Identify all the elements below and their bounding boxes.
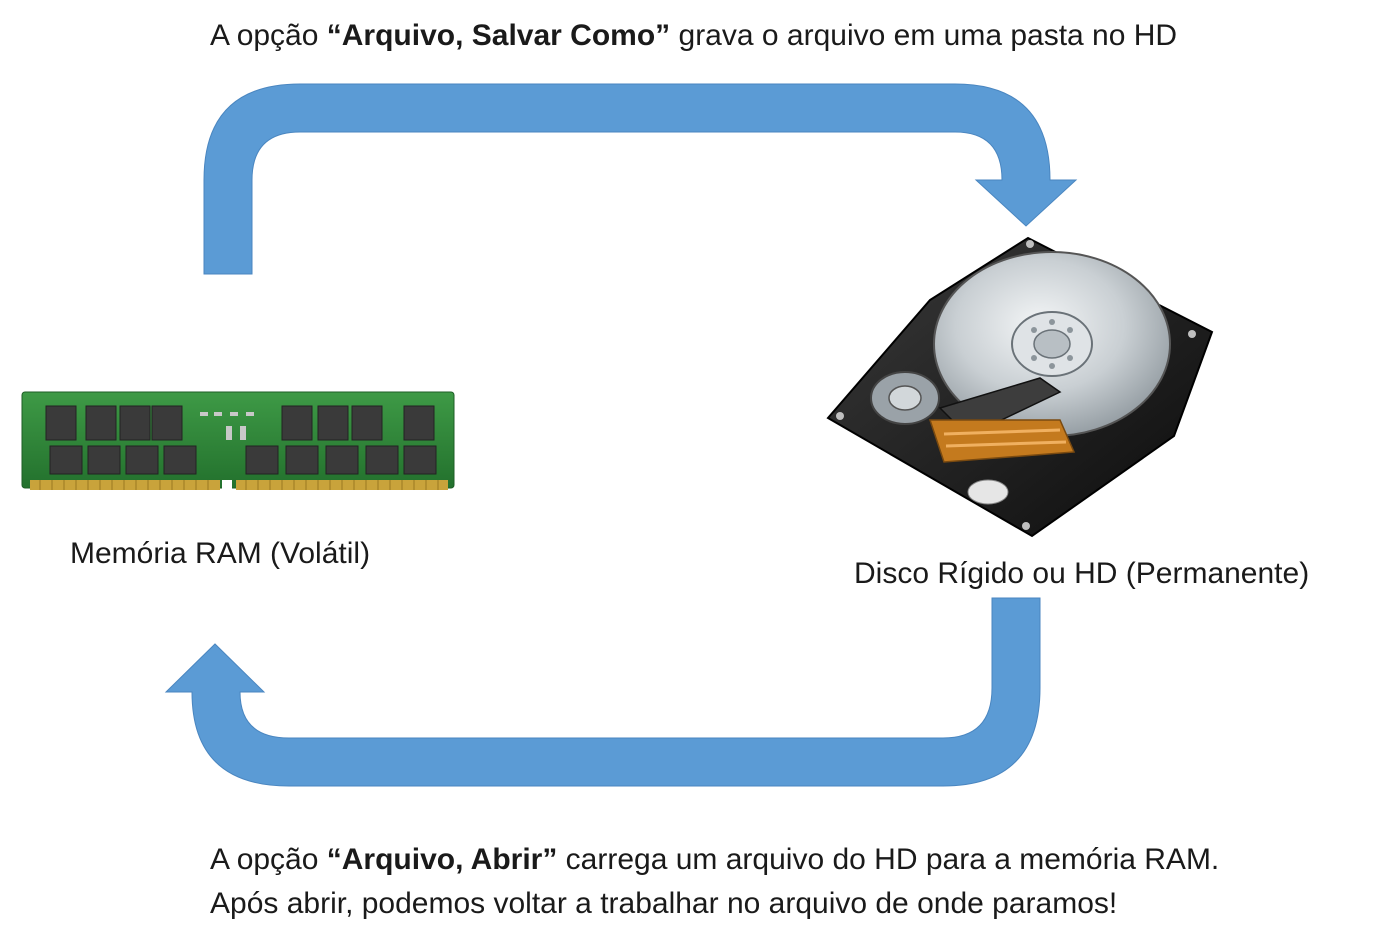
save-caption-suffix: grava o arquivo em uma pasta no HD xyxy=(670,19,1178,52)
save-caption-emphasis: “Arquivo, Salvar Como” xyxy=(326,19,671,52)
save-as-caption: A opção “Arquivo, Salvar Como” grava o a… xyxy=(210,14,1177,58)
open-arrow xyxy=(164,597,1041,787)
open-caption-line-2: Após abrir, podemos voltar a trabalhar n… xyxy=(210,887,1118,920)
save-caption-prefix: A opção xyxy=(210,19,327,52)
ram-label: Memória RAM (Volátil) xyxy=(70,537,371,570)
open-caption-suffix: carrega um arquivo do HD para a memória … xyxy=(557,843,1220,876)
hd-label: Disco Rígido ou HD (Permanente) xyxy=(854,557,1310,590)
open-caption-line-1: A opção “Arquivo, Abrir” carrega um arqu… xyxy=(210,838,1219,882)
open-caption: A opção “Arquivo, Abrir” carrega um arqu… xyxy=(210,838,1219,926)
open-caption-emphasis: “Arquivo, Abrir” xyxy=(326,843,558,876)
ram-module-image xyxy=(21,391,455,490)
open-caption-prefix: A opção xyxy=(210,843,327,876)
save-arrow xyxy=(203,83,1078,275)
hard-disk-image xyxy=(826,236,1214,538)
